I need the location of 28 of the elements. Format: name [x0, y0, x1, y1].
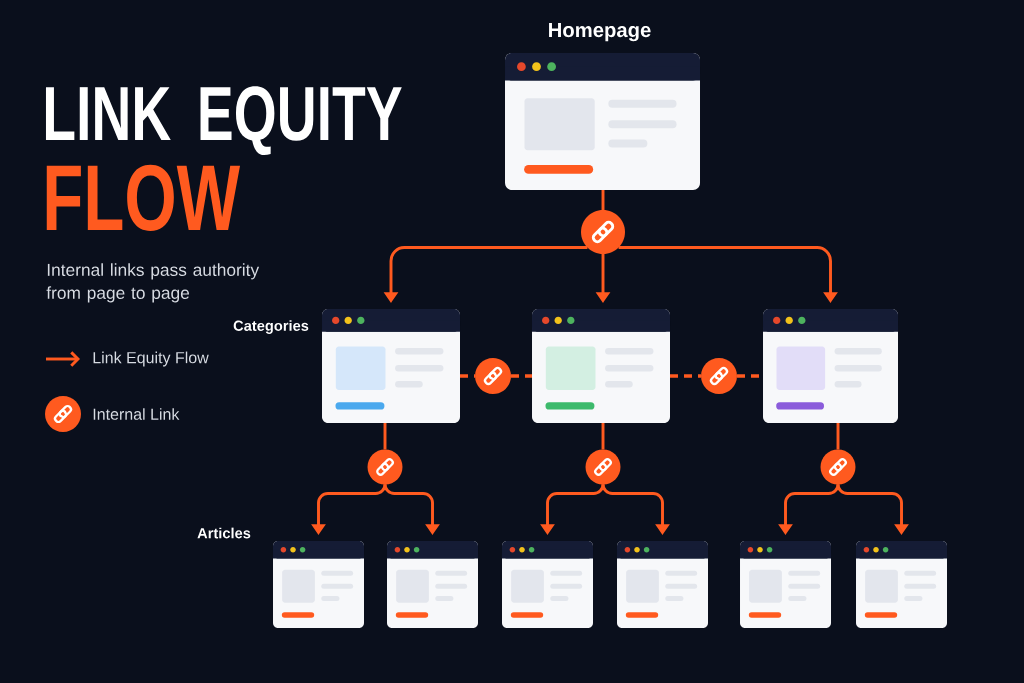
link-icon	[585, 449, 621, 485]
link-icon	[820, 449, 856, 485]
webpage-mockup	[322, 309, 460, 423]
dashed-line	[670, 374, 701, 378]
connector-line	[836, 423, 840, 450]
webpage-mockup	[617, 541, 708, 628]
connector-line	[601, 423, 605, 450]
webpage-mockup	[387, 541, 478, 628]
legend-text: Internal Link	[93, 408, 180, 420]
webpage-mockup	[740, 541, 831, 628]
title: LINK EQUITY FLOW	[45, 86, 402, 231]
link-icon	[701, 358, 737, 394]
webpage-mockup	[502, 541, 593, 628]
row-label: Articles	[197, 527, 251, 539]
dashed-line	[460, 374, 475, 378]
link-icon	[367, 449, 403, 485]
webpage-mockup	[763, 309, 898, 423]
link-icon	[475, 358, 511, 394]
connector-line	[601, 190, 605, 210]
webpage-mockup	[532, 309, 670, 423]
link-icon	[581, 210, 625, 254]
dashed-line	[511, 374, 532, 378]
webpage-mockup	[273, 541, 364, 628]
subtitle: Internal links pass authority from page to page	[46, 263, 260, 303]
legend-text: Link Equity Flow	[93, 351, 209, 367]
page-title: Homepage	[549, 23, 651, 42]
webpage-mockup	[856, 541, 947, 628]
connector-line	[383, 423, 387, 450]
